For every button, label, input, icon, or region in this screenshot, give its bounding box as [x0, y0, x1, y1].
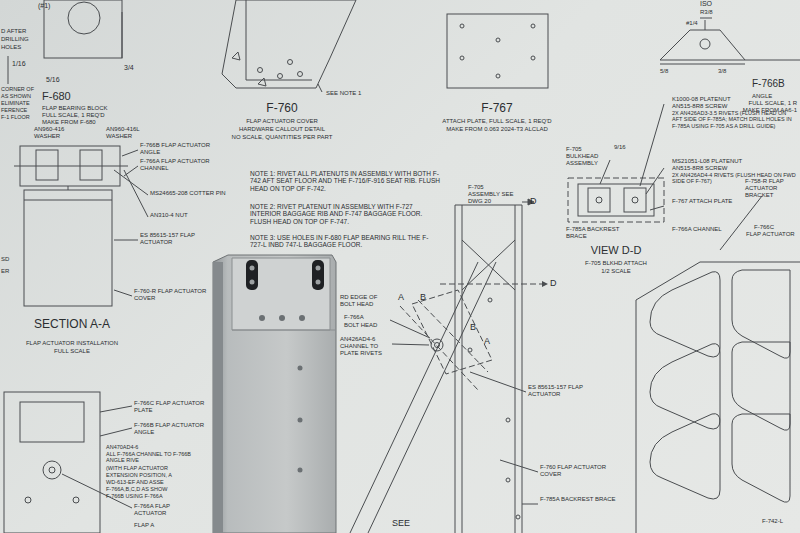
callout-label: MS24665-208 COTTER PIN — [150, 190, 226, 197]
callout-label: PLATE RIVETS — [340, 350, 382, 357]
callout-label: CORNER OF — [1, 86, 34, 92]
callout-label: D AFTER — [1, 28, 26, 35]
callout-label: F-766A,B,C,D AS SHOW — [106, 486, 167, 492]
callout-label: ATTACH PLATE, FULL SCALE, 1 REQ'D — [442, 118, 551, 125]
callout-label: F-742-L — [762, 518, 783, 525]
callout-label: R3/8 — [700, 9, 713, 16]
view-title: F-680 — [42, 90, 71, 103]
callout-label: AN310-4 NUT — [150, 212, 188, 219]
view-title: B — [470, 322, 476, 332]
view-title: SECTION A-A — [34, 318, 110, 332]
callout-label: F-785A BACKREST BRACE — [540, 496, 626, 503]
callout-label: F-766C — [754, 224, 774, 231]
callout-label: 5/16 — [46, 76, 60, 84]
view-title: A — [398, 292, 404, 302]
callout-label: ISO — [700, 0, 712, 8]
callout-label: NOTE 1: RIVET ALL PLATENUTS IN ASSEMBLY … — [250, 170, 440, 192]
callout-label: F-758-R FLAP ACTUATOR BRACKET — [745, 178, 797, 199]
callout-label: F-705 BULKHEAD ASSEMBLY — [566, 146, 608, 167]
callout-label: AN470AD4-6 — [106, 444, 138, 450]
callout-label: ES 85615-157 FLAP ACTUATOR — [140, 232, 222, 246]
callout-label: DRILLING — [1, 36, 29, 43]
callout-label: F-785A BACKREST BRACE — [566, 226, 622, 240]
callout-label: EXTENSION POSITION, A — [106, 472, 172, 478]
callout-label: F-766C FLAP ACTUATOR PLATE — [134, 400, 212, 414]
callout-label: BOLT HEAD — [340, 301, 373, 308]
callout-label: AN960-416 WASHER — [34, 126, 76, 140]
view-title: F-760 — [266, 102, 297, 116]
callout-label: SD — [1, 256, 9, 263]
callout-label: HOLES — [1, 44, 21, 51]
view-title: F-767 — [481, 102, 512, 116]
callout-label: F-705 BLKHD ATTACH — [585, 260, 647, 267]
callout-label: F-1 FLOOR — [1, 114, 30, 120]
callout-label: ANGLE — [752, 93, 772, 100]
view-title: A — [484, 336, 490, 346]
callout-label: #1/4 — [686, 20, 698, 27]
callout-label: FULL SCALE, 1 REQ'D — [42, 112, 105, 119]
callout-label: F-760-R FLAP ACTUATOR COVER — [134, 288, 210, 302]
callout-label: 9/16 — [614, 144, 626, 151]
callout-label: F-705 ASSEMBLY SEE DWG 20 — [468, 184, 514, 205]
callout-label: FERENCE — [1, 107, 27, 113]
callout-label: AN960-416L WASHER — [106, 126, 154, 140]
callout-label: FLAP A — [134, 522, 154, 529]
callout-label: (WITH FLAP ACTUATOR — [106, 465, 168, 471]
callout-label: F-766A CHANNEL — [672, 226, 728, 233]
callout-label: K1000-08 PLATENUT — [672, 96, 731, 103]
callout-label: CHANNEL TO — [340, 343, 378, 350]
callout-label: FULL SCALE, 1 R — [749, 100, 797, 107]
callout-label: F-767 ATTACH PLATE — [672, 198, 734, 205]
callout-label: SEE NOTE 1 — [326, 90, 361, 97]
callout-label: FLAP ACTUATOR COVER — [246, 118, 318, 125]
callout-label: FULL SCALE — [54, 348, 90, 355]
callout-label: BOLT HEAD — [344, 322, 377, 329]
view-title: SEE — [392, 518, 410, 528]
callout-label: HARDWARE CALLOUT DETAIL — [239, 126, 325, 133]
callout-label: NOTE 3: USE HOLES IN F-680 FLAP BEARING … — [250, 234, 440, 249]
callout-label: ELIMINATE — [1, 100, 30, 106]
callout-label: FLAP ACTUATOR — [746, 231, 795, 238]
callout-label: F-766B USING F-766A — [106, 493, 163, 499]
callout-label: (#1) — [38, 2, 50, 10]
callout-label: AS SHOWN — [1, 93, 31, 99]
view-title: D — [550, 278, 557, 288]
callout-label: F-766B FLAP ACTUATOR ANGLE — [134, 422, 212, 436]
callout-label: ER — [1, 268, 9, 275]
callout-label: ALL F-766A CHANNEL TO F-766B ANGLE RIVE — [106, 451, 206, 464]
callout-label: F-766A — [344, 314, 364, 321]
callout-label: F-766B FLAP ACTUATOR ANGLE — [140, 142, 222, 156]
callout-label: F-766A FLAP ACTUATOR CHANNEL — [140, 158, 232, 172]
callout-label: NOTE 2: RIVET PLATENUT IN ASSEMBLY WITH … — [250, 203, 440, 225]
callout-label: MS21051-L08 PLATENUT — [672, 158, 742, 165]
callout-label: 2X AN426AD3-3.5 RIVETS (FLUSH HEAD ON AF… — [672, 110, 796, 129]
view-title: D — [530, 196, 537, 206]
callout-label: 3/8 — [718, 68, 726, 75]
view-title: F-766B — [752, 78, 785, 90]
callout-label: F-766A FLAP ACTUATOR — [134, 503, 194, 517]
callout-label: 5/8 — [660, 68, 668, 75]
callout-label: RD EDGE OF — [340, 294, 377, 301]
view-title: B — [420, 292, 426, 302]
callout-label: AN515-8R8 SCREW — [672, 103, 727, 110]
callout-label: NO SCALE, QUANTITIES PER PART — [232, 134, 333, 141]
callout-label: WD-613-EF AND ASSE — [106, 479, 164, 485]
callout-label: FLAP ACTUATOR INSTALLATION — [26, 340, 118, 347]
callout-label: AN515-8R8 SCREW — [672, 165, 727, 172]
callout-label: MAKE FROM F-680 — [42, 119, 96, 126]
callout-label: MAKE FROM 0.063 2024-T3 ALCLAD — [446, 126, 548, 133]
callout-label: 1/16 — [12, 60, 26, 68]
callout-label: 1/2 SCALE — [601, 268, 631, 275]
callout-label: AN426AD4-6 — [340, 336, 375, 343]
view-title: VIEW D-D — [591, 244, 642, 257]
callout-label: FLAP BEARING BLOCK — [42, 105, 108, 112]
callout-label: F-760 FLAP ACTUATOR COVER — [540, 464, 626, 478]
callout-label: ES 85615-157 FLAP ACTUATOR — [528, 384, 610, 398]
callout-label: 3/4 — [124, 64, 134, 72]
